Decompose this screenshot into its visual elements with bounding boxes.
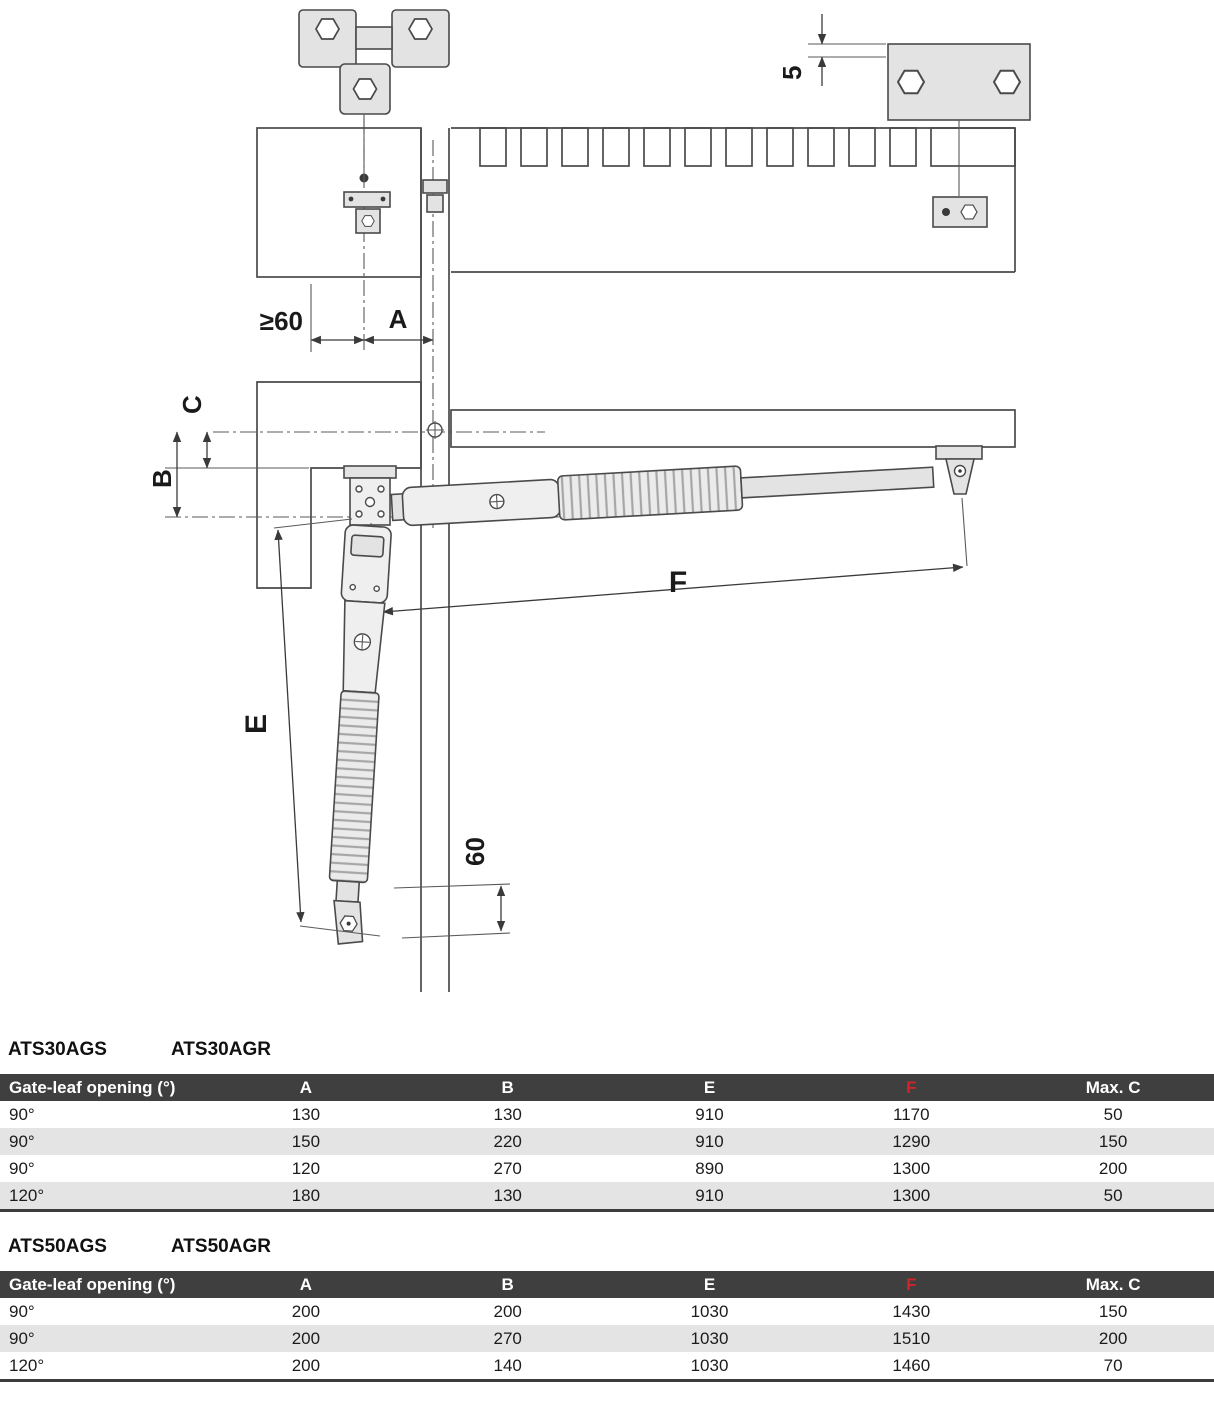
column-header: A (205, 1271, 407, 1298)
dim-label-60: 60 (460, 837, 490, 866)
value-cell: 270 (493, 1158, 522, 1178)
dim-label-f: F (669, 566, 687, 599)
model-names: ATS30AGS ATS30AGR (0, 1015, 1214, 1074)
value-cell: 150 (1098, 1301, 1128, 1321)
value-cell: 120 (291, 1158, 321, 1178)
value-cell: 140 (493, 1355, 522, 1375)
rear-plate-top-view (887, 43, 1031, 228)
dim-label-5: 5 (777, 66, 807, 80)
pillar-fastener (426, 421, 444, 439)
column-header: F (810, 1074, 1013, 1101)
model-names: ATS50AGS ATS50AGR (0, 1212, 1214, 1271)
value-cell: 1510 (892, 1328, 931, 1348)
front-bracket-top-view (298, 9, 450, 115)
spec-row: 120° 180 130 910 1300 50 (0, 1182, 1214, 1211)
model-name: ATS50AGS (8, 1236, 107, 1257)
model-name: ATS30AGS (8, 1039, 107, 1060)
value-cell: 150 (1098, 1131, 1128, 1151)
gate-rail-side-view (450, 409, 1016, 448)
wall-side-view (256, 381, 422, 589)
value-cell: 220 (493, 1131, 522, 1151)
column-header: F (810, 1271, 1013, 1298)
front-bracket-side-view (343, 465, 397, 526)
column-header: Gate-leaf opening (°) (0, 1074, 205, 1101)
spec-row: 90° 200 270 1030 1510 200 (0, 1325, 1214, 1352)
spec-row: 90° 120 270 890 1300 200 (0, 1155, 1214, 1182)
value-cell: 150 (291, 1131, 321, 1151)
dim-label-a: A (389, 304, 408, 334)
dimension-F: F (370, 497, 968, 616)
spec-row: 120° 200 140 1030 1460 70 (0, 1352, 1214, 1381)
gate-plan-view (256, 127, 1016, 992)
value-cell: 1430 (892, 1301, 931, 1321)
dimension-60: 60 (393, 837, 511, 939)
column-header: Gate-leaf opening (°) (0, 1271, 205, 1298)
opening-cell: 90° (9, 1158, 35, 1178)
opening-cell: 90° (9, 1104, 35, 1124)
column-header: E (608, 1074, 811, 1101)
spec-row: 90° 150 220 910 1290 150 (0, 1128, 1214, 1155)
column-header: B (406, 1074, 609, 1101)
value-cell: 130 (291, 1104, 321, 1124)
value-cell: 70 (1103, 1355, 1123, 1375)
dimension-min60-and-A: ≥60 A (260, 284, 434, 352)
value-cell: 200 (1098, 1158, 1128, 1178)
value-cell: 50 (1103, 1104, 1123, 1124)
installation-dimensions-diagram: 5 ≥60 A C B (147, 9, 1031, 992)
value-cell: 180 (291, 1185, 321, 1205)
actuator-vertical-view (328, 524, 392, 945)
value-cell: 1170 (893, 1104, 930, 1124)
value-cell: 1030 (690, 1301, 729, 1321)
value-cell: 200 (291, 1301, 321, 1321)
dim-label-e: E (240, 714, 273, 734)
dim-label-min60: ≥60 (260, 306, 303, 336)
dimension-E: E (240, 518, 381, 937)
dim-label-b: B (147, 469, 177, 488)
column-header: Max. C (1012, 1271, 1214, 1298)
column-header: E (608, 1271, 811, 1298)
value-cell: 130 (493, 1185, 522, 1205)
value-cell: 270 (493, 1328, 522, 1348)
spec-row: 90° 130 130 910 1170 50 (0, 1101, 1214, 1128)
model-name: ATS30AGR (171, 1039, 271, 1060)
dimension-5: 5 (777, 14, 886, 86)
value-cell: 1030 (690, 1355, 729, 1375)
dim-label-c: C (177, 395, 207, 414)
dimension-C: C (165, 395, 309, 469)
value-cell: 200 (291, 1328, 321, 1348)
rear-bracket-side-view (935, 445, 983, 495)
value-cell: 50 (1103, 1185, 1123, 1205)
value-cell: 1290 (892, 1131, 931, 1151)
value-cell: 1460 (892, 1355, 931, 1375)
value-cell: 200 (1098, 1328, 1128, 1348)
value-cell: 910 (695, 1131, 724, 1151)
value-cell: 890 (695, 1158, 724, 1178)
value-cell: 910 (695, 1185, 724, 1205)
spec-section-ats30: ATS30AGS ATS30AGR Gate-leaf opening (°)A… (0, 1015, 1214, 1212)
opening-cell: 90° (9, 1328, 35, 1348)
column-header: A (205, 1074, 407, 1101)
spec-row: 90° 200 200 1030 1430 150 (0, 1298, 1214, 1325)
value-cell: 1030 (690, 1328, 729, 1348)
value-cell: 130 (493, 1104, 522, 1124)
value-cell: 1300 (892, 1185, 931, 1205)
dimension-B: B (147, 431, 182, 518)
opening-cell: 120° (9, 1355, 45, 1375)
spec-section-ats50: ATS50AGS ATS50AGR Gate-leaf opening (°)A… (0, 1212, 1214, 1382)
value-cell: 200 (493, 1301, 522, 1321)
value-cell: 1300 (892, 1158, 931, 1178)
column-header: B (406, 1271, 609, 1298)
opening-cell: 90° (9, 1131, 35, 1151)
value-cell: 200 (291, 1355, 321, 1375)
model-name: ATS50AGR (171, 1236, 271, 1257)
value-cell: 910 (695, 1104, 724, 1124)
opening-cell: 120° (9, 1185, 45, 1205)
actuator-horizontal-view (390, 465, 935, 527)
opening-cell: 90° (9, 1301, 35, 1321)
column-header: Max. C (1012, 1074, 1214, 1101)
